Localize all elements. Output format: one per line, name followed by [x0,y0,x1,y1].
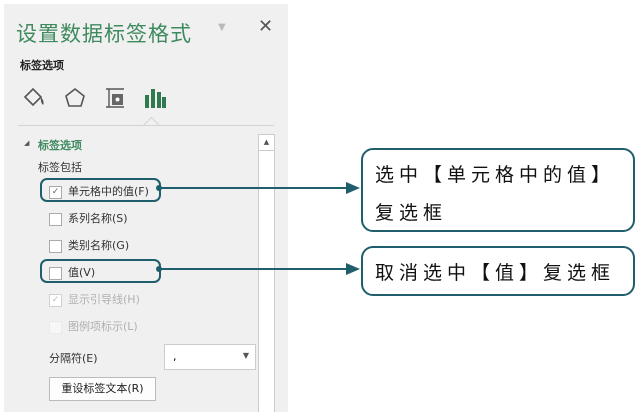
checkbox-box[interactable] [49,212,62,226]
checkbox-box[interactable] [49,239,62,253]
checkbox-label: 单元格中的值(F) [68,185,149,198]
callout-text: 取消选中【值】复选框 [375,262,616,284]
connector-line [160,187,348,189]
highlight-oval-value [40,259,161,283]
reset-label-text-button[interactable]: 重设标签文本(R) [49,377,156,401]
checkbox-label: 系列名称(S) [68,212,128,225]
callout-deselect-value: 取消选中【值】复选框 [361,246,635,296]
close-icon[interactable]: ✕ [258,16,274,37]
separator-label: 分隔符(E) [49,352,98,365]
callout-select-value-from-cells: 选中【单元格中的值】 复选框 [361,148,635,232]
callout-text: 复选框 [375,202,448,224]
scroll-up-icon[interactable]: ▲ [258,134,275,151]
checkbox-legend-key: 图例项标示(L) [49,318,138,334]
checkbox-label: 值(V) [68,266,96,279]
checkbox-category-name[interactable]: 类别名称(G) [49,237,129,253]
callout-text: 选中【单元格中的值】 [375,164,616,186]
checkbox-show-leader-lines: ✓ 显示引导线(H) [49,291,140,307]
checkbox-box [49,320,62,334]
separator-value: , [173,350,177,363]
pane-options-dropdown-icon[interactable]: ▼ [218,22,226,33]
pane-title: 设置数据标签格式 [16,22,192,46]
connector-dot [156,185,162,191]
arrow-head-icon [346,263,360,275]
label-contains-heading: 标签包括 [38,161,82,174]
chevron-down-icon: ▼ [242,351,249,360]
section-label-options[interactable]: 标签选项 [38,139,82,152]
checkbox-box: ✓ [49,293,62,307]
effects-pentagon-icon[interactable] [63,86,87,110]
connector-line [160,268,348,270]
collapse-triangle-icon[interactable]: ◢ [24,139,30,147]
checkbox-series-name[interactable]: 系列名称(S) [49,210,128,226]
checkbox-value[interactable]: 值(V) [49,264,95,280]
label-options-bar-chart-icon[interactable] [143,86,167,110]
arrow-head-icon [346,182,360,194]
checkbox-label: 图例项标示(L) [68,320,138,333]
divider [18,125,274,126]
size-properties-icon[interactable] [103,86,127,110]
checkbox-box[interactable] [49,266,62,280]
checkbox-label: 显示引导线(H) [68,293,140,306]
fill-line-icon[interactable] [22,86,48,110]
connector-dot [156,266,162,272]
checkbox-value-from-cells[interactable]: ✓ 单元格中的值(F) [49,183,149,199]
checkbox-label: 类别名称(G) [68,239,130,252]
separator-select[interactable]: ,▼ [164,344,256,370]
scrollbar[interactable] [258,134,275,412]
checkbox-box[interactable]: ✓ [49,185,62,199]
pane-subtitle: 标签选项 [20,59,64,72]
highlight-oval-value-from-cells [40,178,161,202]
